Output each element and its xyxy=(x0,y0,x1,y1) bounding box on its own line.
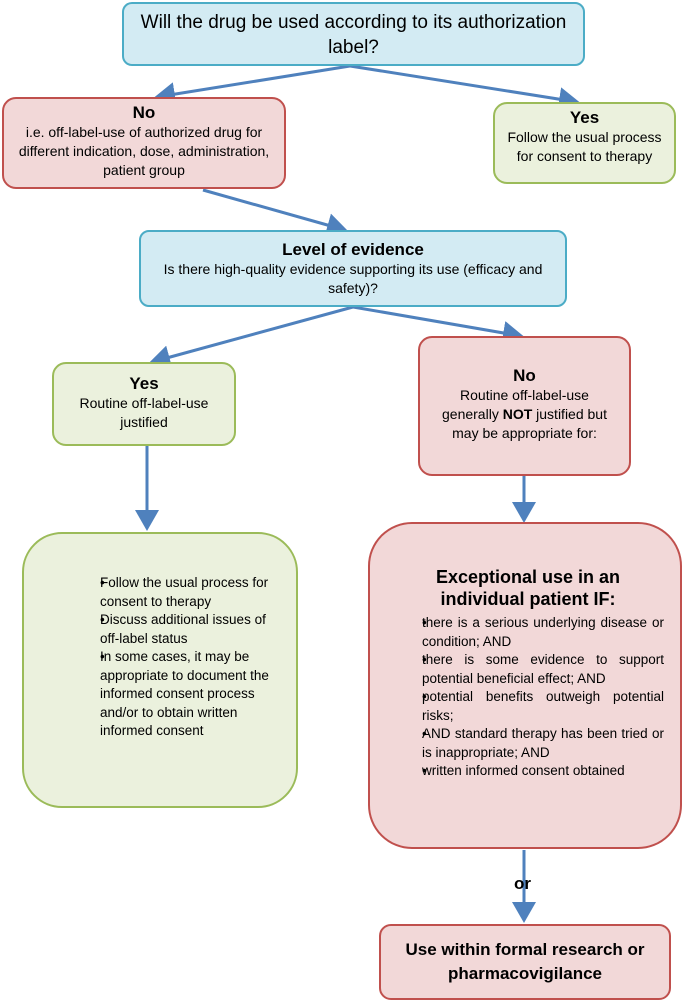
list-item: AND standard therapy has been tried or i… xyxy=(392,725,664,762)
evidence-no-box: No Routine off-label-use generally NOT j… xyxy=(418,336,631,476)
question-box: Will the drug be used according to its a… xyxy=(122,2,585,66)
evidence-title: Level of evidence xyxy=(282,240,424,259)
evidence-yes-text: Routine off-label-use justified xyxy=(79,395,209,430)
no-branch-box: No i.e. off-label-use of authorized drug… xyxy=(2,97,286,189)
list-item-text: there is a serious underlying disease or… xyxy=(422,615,664,649)
list-item-text: potential benefits outweigh potential ri… xyxy=(422,689,664,723)
evidence-text: Is there high-quality evidence supportin… xyxy=(163,261,543,296)
list-item-text: In some cases, it may be appropriate to … xyxy=(100,649,269,738)
list-item: there is a serious underlying disease or… xyxy=(392,614,664,651)
evidence-no-text-bold: NOT xyxy=(502,406,533,422)
arrow-question-to-no xyxy=(154,64,351,106)
list-item-text: Follow the usual process for consent to … xyxy=(100,575,269,609)
yes-branch-title: Yes xyxy=(569,108,600,127)
list-item-text: written informed consent obtained xyxy=(422,763,625,778)
consent-list-box: Follow the usual process for consent to … xyxy=(22,532,298,808)
consent-list: Follow the usual process for consent to … xyxy=(52,574,284,741)
no-branch-text: i.e. off-label-use of authorized drug fo… xyxy=(18,124,270,178)
evidence-no-text-before: Routine off-label-use generally xyxy=(442,387,589,422)
list-item: there is some evidence to support potent… xyxy=(392,651,664,688)
no-branch-title: No xyxy=(132,103,156,122)
research-text: Use within formal research or pharmacovi… xyxy=(405,940,645,983)
exceptional-list: there is a serious underlying disease or… xyxy=(392,614,664,781)
list-item: In some cases, it may be appropriate to … xyxy=(52,648,284,741)
arrow-no-to-evidence xyxy=(202,188,348,237)
list-item: Follow the usual process for consent to … xyxy=(52,574,284,611)
list-item: Discuss additional issues of off-label s… xyxy=(52,611,284,648)
list-item: potential benefits outweigh potential ri… xyxy=(392,688,664,725)
evidence-yes-title: Yes xyxy=(129,374,159,393)
exceptional-title: Exceptional use in an individual patient… xyxy=(435,567,621,609)
arrow-evidence-to-yes xyxy=(149,305,354,369)
arrow-evidence-to-no xyxy=(352,305,524,345)
evidence-no-text-after: justified but may be appropriate for: xyxy=(452,406,607,441)
evidence-no-text: Routine off-label-use generally NOT just… xyxy=(430,386,619,443)
list-item: written informed consent obtained xyxy=(392,762,664,781)
evidence-yes-box: Yes Routine off-label-use justified xyxy=(52,362,236,446)
evidence-no-title: No xyxy=(513,366,536,385)
exceptional-box: Exceptional use in an individual patient… xyxy=(368,522,682,849)
arrow-question-to-yes xyxy=(349,64,580,112)
or-label: or xyxy=(514,874,531,893)
evidence-box: Level of evidence Is there high-quality … xyxy=(139,230,567,307)
research-box: Use within formal research or pharmacovi… xyxy=(379,924,671,1000)
yes-branch-box: Yes Follow the usual process for consent… xyxy=(493,102,676,184)
question-text: Will the drug be used according to its a… xyxy=(140,12,567,58)
list-item-text: there is some evidence to support potent… xyxy=(422,652,664,686)
list-item-text: Discuss additional issues of off-label s… xyxy=(100,612,266,646)
list-item-text: AND standard therapy has been tried or i… xyxy=(422,726,664,760)
yes-branch-text: Follow the usual process for consent to … xyxy=(507,129,662,164)
